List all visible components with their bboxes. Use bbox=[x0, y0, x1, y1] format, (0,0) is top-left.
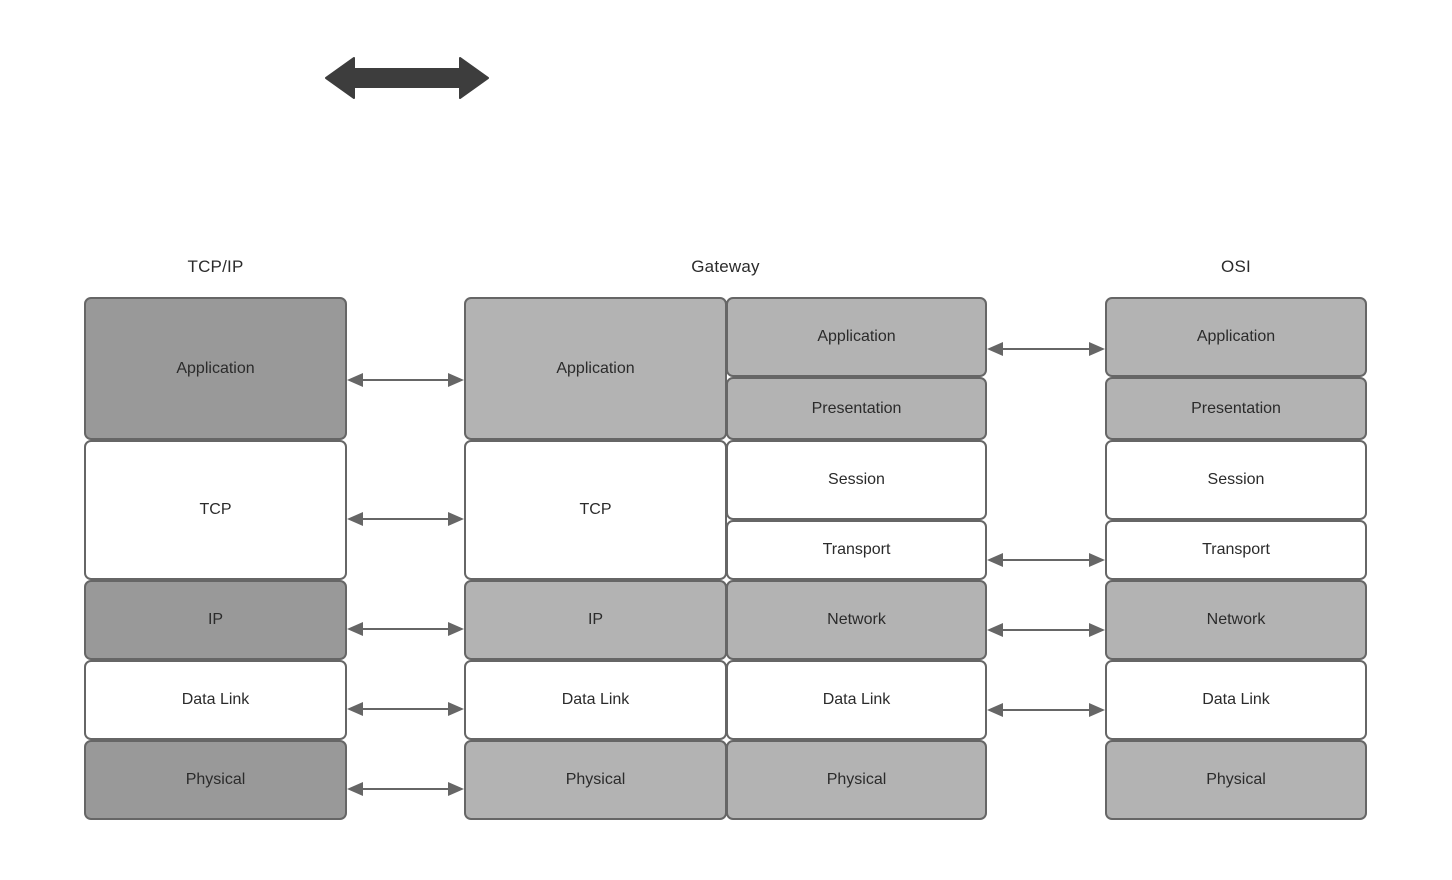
layer-box-osi-presentation[interactable]: Presentation bbox=[1105, 377, 1367, 440]
connector-arrow-physical bbox=[347, 782, 464, 796]
connector-arrow-ip bbox=[347, 622, 464, 636]
connector-arrow-application bbox=[987, 342, 1105, 356]
layer-box-gateway-right-physical[interactable]: Physical bbox=[726, 740, 987, 820]
layer-box-gateway-right-application[interactable]: Application bbox=[726, 297, 987, 377]
connector-arrow-data-link bbox=[987, 703, 1105, 717]
layer-box-gateway-right-data-link[interactable]: Data Link bbox=[726, 660, 987, 740]
layer-label: Session bbox=[828, 471, 885, 488]
layer-box-gateway-right-session[interactable]: Session bbox=[726, 440, 987, 520]
layer-label: Application bbox=[1196, 328, 1276, 345]
layer-label: Session bbox=[1207, 471, 1265, 488]
connectors-gateway-to-osi bbox=[987, 297, 1105, 827]
column-header-tcpip: TCP/IP bbox=[187, 257, 244, 276]
layer-box-osi-session[interactable]: Session bbox=[1105, 440, 1367, 520]
layer-box-gateway-right-network[interactable]: Network bbox=[726, 580, 987, 660]
layer-box-gateway-right-transport[interactable]: Transport bbox=[726, 520, 987, 580]
layer-box-tcpip-application[interactable]: Application bbox=[84, 297, 347, 440]
layer-box-gateway-left-ip[interactable]: IP bbox=[464, 580, 727, 660]
layer-label: TCP bbox=[579, 501, 612, 518]
layer-label: Data Link bbox=[1202, 691, 1270, 708]
layer-box-osi-application[interactable]: Application bbox=[1105, 297, 1367, 377]
layer-label: Application bbox=[817, 328, 896, 345]
connector-arrow-data-link bbox=[347, 702, 464, 716]
layer-label: Network bbox=[1206, 611, 1266, 628]
layer-box-tcpip-ip[interactable]: IP bbox=[84, 580, 347, 660]
connector-arrow-transport bbox=[987, 553, 1105, 567]
layer-label: Transport bbox=[822, 541, 891, 558]
layer-label: TCP bbox=[199, 501, 232, 518]
double-headed-arrow-icon bbox=[325, 57, 489, 99]
layer-box-tcpip-physical[interactable]: Physical bbox=[84, 740, 347, 820]
layer-label: Network bbox=[827, 611, 886, 628]
layer-label: IP bbox=[587, 611, 604, 628]
layer-label: Physical bbox=[826, 771, 887, 788]
layer-box-gateway-left-application[interactable]: Application bbox=[464, 297, 727, 440]
layer-label: Application bbox=[556, 359, 635, 377]
layer-box-osi-transport[interactable]: Transport bbox=[1105, 520, 1367, 580]
layer-box-gateway-left-physical[interactable]: Physical bbox=[464, 740, 727, 820]
layer-label: Presentation bbox=[1191, 399, 1281, 417]
layer-box-osi-physical[interactable]: Physical bbox=[1105, 740, 1367, 820]
layer-box-tcpip-data-link[interactable]: Data Link bbox=[84, 660, 347, 740]
layer-label: Physical bbox=[185, 771, 246, 788]
layer-label: Physical bbox=[1206, 771, 1266, 788]
column-header-osi: OSI bbox=[1221, 257, 1251, 276]
connector-arrow-application bbox=[347, 373, 464, 387]
layer-label: Presentation bbox=[811, 399, 902, 417]
layer-box-osi-data-link[interactable]: Data Link bbox=[1105, 660, 1367, 740]
column-header-gateway: Gateway bbox=[691, 257, 760, 276]
layer-label: Data Link bbox=[822, 691, 891, 708]
layer-box-gateway-right-presentation[interactable]: Presentation bbox=[726, 377, 987, 440]
connector-arrow-network bbox=[987, 623, 1105, 637]
layer-label: Data Link bbox=[561, 691, 630, 708]
layer-box-tcpip-tcp[interactable]: TCP bbox=[84, 440, 347, 580]
layer-label: Application bbox=[176, 359, 255, 377]
layer-label: IP bbox=[207, 611, 224, 628]
layer-box-gateway-left-tcp[interactable]: TCP bbox=[464, 440, 727, 580]
layer-label: Physical bbox=[565, 771, 626, 788]
layer-box-osi-network[interactable]: Network bbox=[1105, 580, 1367, 660]
layer-label: Transport bbox=[1202, 541, 1270, 558]
connector-arrow-tcp bbox=[347, 512, 464, 526]
layer-box-gateway-left-data-link[interactable]: Data Link bbox=[464, 660, 727, 740]
layer-label: Data Link bbox=[181, 691, 250, 708]
connectors-tcpip-to-gateway bbox=[347, 297, 464, 827]
